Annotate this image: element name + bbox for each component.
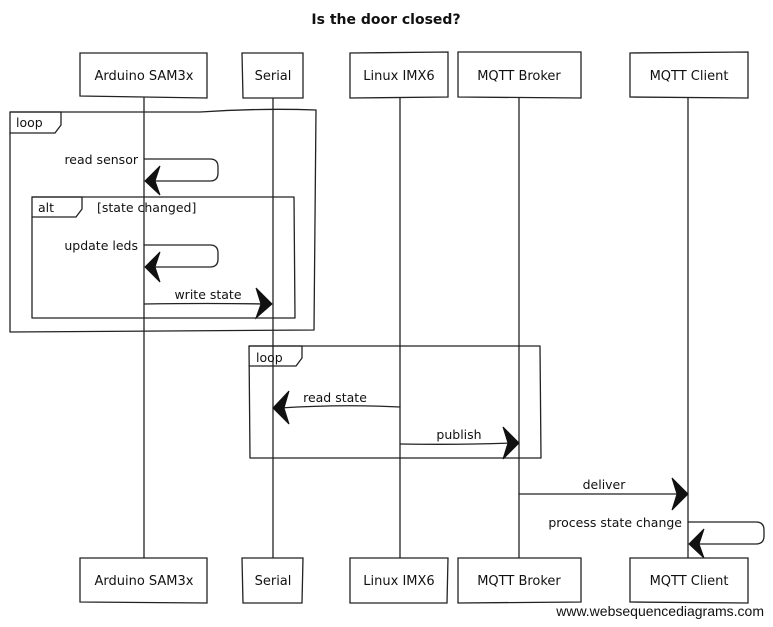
diagram-title: Is the door closed? [311,12,460,28]
message-label: publish [436,427,481,442]
arrowhead-icon [144,251,161,283]
participant-label: Serial [255,574,292,589]
frame-label-tab [9,111,62,134]
message-label: read sensor [64,152,138,167]
participant-label: MQTT Broker [477,574,561,589]
watermark-link[interactable]: www.websequencediagrams.com [555,603,764,619]
message-label: process state change [548,515,682,530]
frame-loop-outer: loop [9,108,317,333]
participant-linux-bottom[interactable]: Linux IMX6 [349,557,449,604]
message-read-sensor: read sensor [64,152,219,196]
frame-border [248,345,542,459]
participant-serial[interactable]: Serial [241,52,304,99]
participant-label: Linux IMX6 [363,69,434,84]
participants-top: Arduino SAM3x Serial Linux IMX6 MQTT Bro… [79,51,749,99]
frame-border [9,108,317,333]
participant-client[interactable]: MQTT Client [629,51,749,99]
participant-label: MQTT Client [650,69,729,84]
message-label: deliver [583,477,627,492]
participant-label: MQTT Broker [477,69,561,84]
frame-condition: [state changed] [97,200,196,215]
frame-label-tab [248,345,303,367]
message-label: write state [174,287,241,302]
message-arrow [143,158,219,182]
arrowhead-icon [502,426,520,460]
participant-linux[interactable]: Linux IMX6 [349,51,449,99]
arrowhead-icon [688,528,705,559]
message-label: update leds [64,238,138,253]
message-arrow [399,442,513,445]
participant-label: MQTT Client [650,574,729,589]
frame-label-tab [31,196,83,218]
arrowhead-icon [144,165,161,196]
frame-label: loop [16,115,43,130]
participant-broker[interactable]: MQTT Broker [457,51,582,99]
participants-bottom: Arduino SAM3x Serial Linux IMX6 MQTT Bro… [79,557,749,604]
participant-label: Linux IMX6 [363,574,434,589]
message-arrow [279,405,401,409]
message-publish: publish [399,426,520,460]
frame-loop-inner: loop [248,345,542,459]
participant-client-bottom[interactable]: MQTT Client [629,557,749,604]
message-process-state-change: process state change [548,515,765,559]
frame-label: loop [256,350,283,365]
frame-label: alt [38,200,54,215]
arrowhead-icon [671,477,689,511]
arrowhead-icon [272,390,290,425]
message-arrow [143,302,267,305]
participant-label: Serial [255,69,292,84]
participant-label: Arduino SAM3x [94,69,193,84]
message-write-state: write state [143,287,273,320]
message-read-state: read state [272,390,401,425]
message-deliver: deliver [518,477,689,511]
message-update-leds: update leds [64,238,219,283]
message-label: read state [303,390,367,405]
participant-label: Arduino SAM3x [94,574,193,589]
participant-serial-bottom[interactable]: Serial [241,557,304,604]
participant-broker-bottom[interactable]: MQTT Broker [457,557,582,604]
message-arrow [687,521,765,545]
lifelines [143,97,689,559]
frame-alt: alt [state changed] [31,196,296,319]
message-arrow [143,244,219,268]
participant-arduino-bottom[interactable]: Arduino SAM3x [79,557,208,604]
frame-border [31,196,296,319]
participant-arduino[interactable]: Arduino SAM3x [79,52,208,99]
arrowhead-icon [254,287,273,320]
